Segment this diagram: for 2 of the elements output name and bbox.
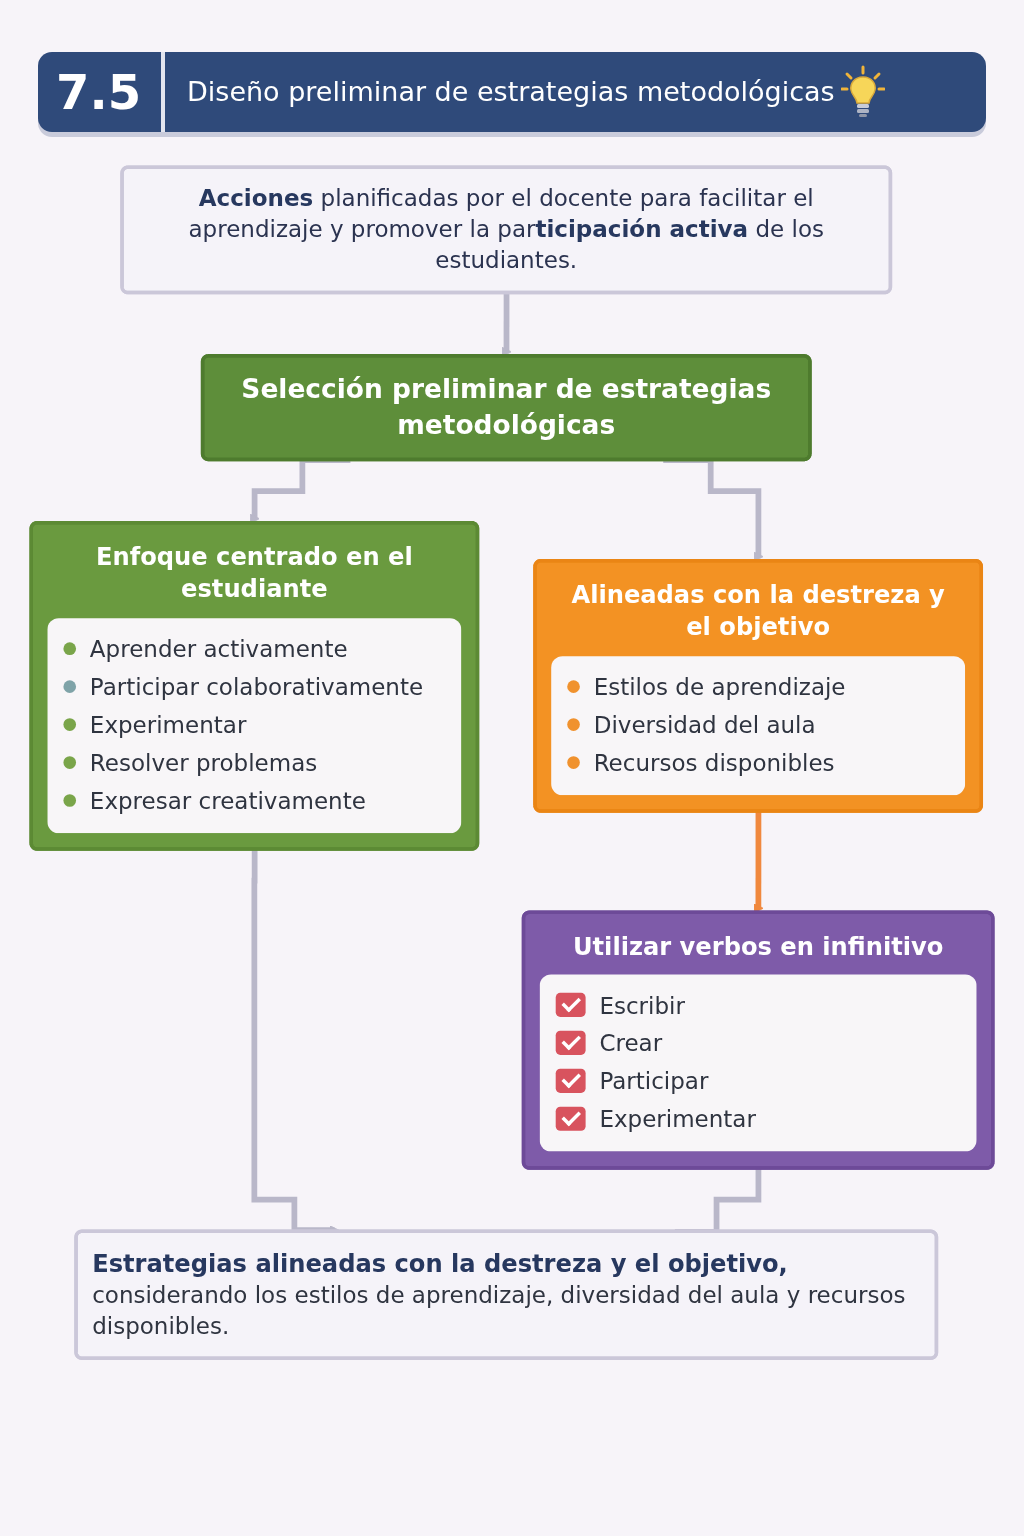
section-number: 7.5 [56,63,142,122]
title: Diseño preliminar de estrategias metodológicas [187,75,835,109]
